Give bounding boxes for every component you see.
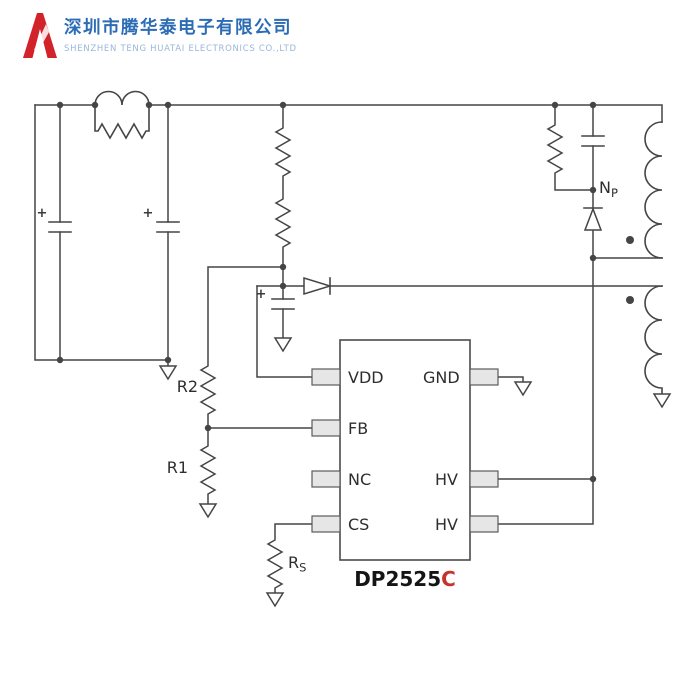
label-rs-base: R (288, 553, 299, 572)
wire-startup-chain (274, 104, 292, 300)
label-r2: R2 (177, 377, 198, 396)
label-np-base: N (599, 178, 611, 197)
ic-dp2525c: VDD GND FB NC HV CS HV DP2525C (311, 339, 499, 591)
ic-pad-hv2 (469, 515, 499, 533)
ic-pad-gnd (469, 368, 499, 386)
ic-part-number: DP2525C (354, 567, 456, 591)
label-r1: R1 (167, 458, 188, 477)
clamp-diode (583, 206, 603, 231)
plus-sign-cap2: + (143, 206, 154, 221)
ground-symbols (158, 337, 672, 608)
pin-label-gnd: GND (423, 368, 460, 387)
ic-pad-cs (311, 515, 341, 533)
pin-label-hv2: HV (435, 515, 458, 534)
ic-pad-fb (311, 419, 341, 437)
pin-label-hv1: HV (435, 470, 458, 489)
company-titles: 深圳市腾华泰电子有限公司 SHENZHEN TENG HUATAI ELECTR… (64, 14, 297, 54)
label-rs: RS (288, 553, 306, 575)
wire-left-loop (34, 104, 169, 367)
polarity-dot-primary (626, 236, 634, 244)
ground-symbol-gnd-pin (513, 381, 533, 397)
plus-sign-cap1: + (37, 206, 48, 221)
ic-part-number-suffix: C (441, 567, 456, 591)
plus-sign-vdd-cap: + (256, 287, 267, 302)
wire-top-rail (34, 104, 663, 123)
polarity-dot-aux (626, 296, 634, 304)
letter-a-logo-icon (23, 13, 57, 58)
transformer-primary-winding (644, 121, 663, 259)
label-np: NP (599, 178, 618, 200)
wires (34, 104, 663, 594)
components (48, 90, 663, 395)
pin-label-vdd: VDD (348, 368, 384, 387)
transformer-aux-winding (644, 285, 663, 395)
pin-label-nc: NC (348, 470, 371, 489)
ic-body (339, 339, 471, 561)
component-labels: R2 R1 RS NP + + + (37, 178, 618, 575)
wire-vdd (256, 285, 313, 378)
pin-label-fb: FB (348, 419, 368, 438)
ground-symbol-input (158, 365, 178, 381)
label-np-sub: P (611, 186, 618, 200)
emi-choke (94, 90, 150, 106)
ic-pad-nc (311, 470, 341, 488)
company-name-cn: 深圳市腾华泰电子有限公司 (64, 18, 292, 38)
vdd-capacitor (271, 298, 295, 310)
label-rs-sub: S (299, 561, 306, 575)
bulk-capacitor-1 (48, 221, 72, 233)
ground-symbol-vdd-cap (273, 337, 293, 353)
ic-part-number-main: DP2525 (354, 567, 441, 591)
wire-gnd-pin (497, 376, 524, 383)
snubber-capacitor (581, 135, 605, 147)
bulk-capacitor-2 (156, 221, 180, 233)
pin-label-cs: CS (348, 515, 369, 534)
ic-pad-hv1 (469, 470, 499, 488)
wire-cs (266, 523, 313, 594)
choke-parallel-resistor (94, 104, 150, 140)
ground-symbol-r1 (198, 503, 218, 519)
wire-r2-tap-and-divider (199, 266, 284, 505)
ground-symbol-aux (652, 393, 672, 409)
company-logo (20, 10, 60, 60)
vdd-diode (303, 276, 333, 296)
ic-pad-vdd (311, 368, 341, 386)
junction-dots (56, 101, 597, 483)
wire-drain (497, 229, 663, 525)
company-name-en: SHENZHEN TENG HUATAI ELECTRONICS CO.,LTD (64, 44, 297, 54)
wire-snubber (546, 104, 594, 209)
ground-symbol-rs (265, 592, 285, 608)
